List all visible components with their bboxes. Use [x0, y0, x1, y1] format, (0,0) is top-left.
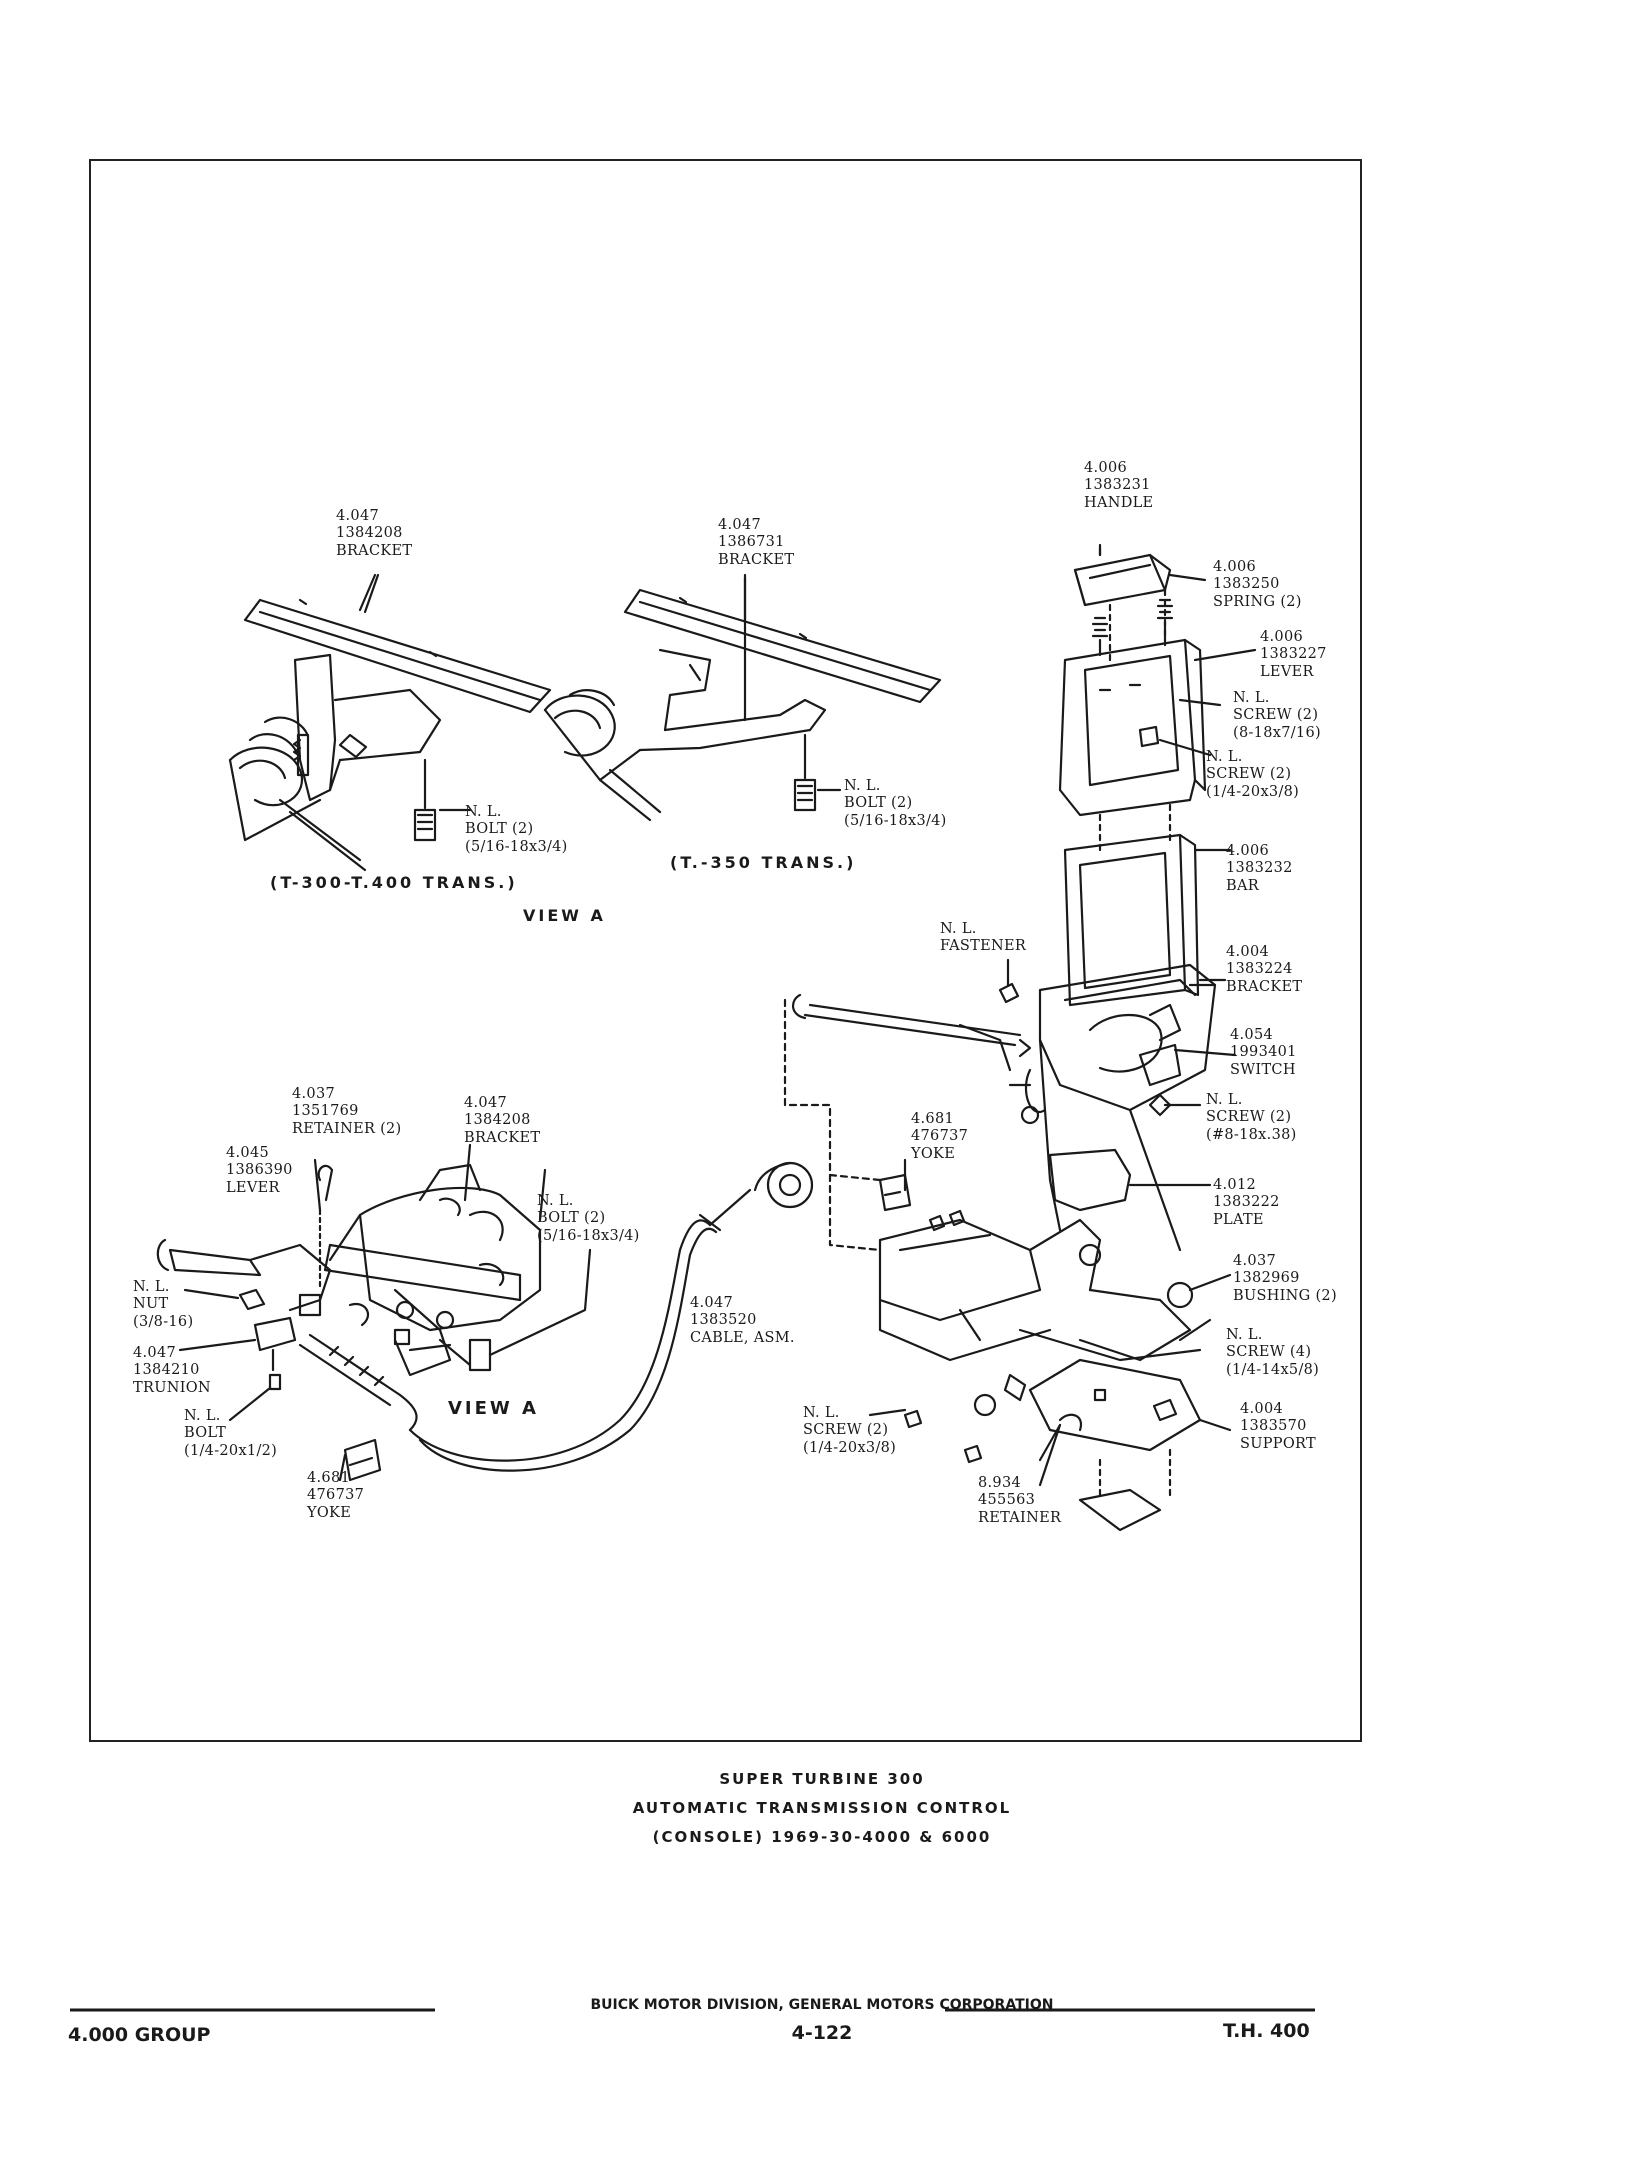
- label-bolt-small: N. L.BOLT(1/4-20x1/2): [184, 1408, 278, 1459]
- label-screw-a: N. L.SCREW (2)(8-18x7/16): [1233, 690, 1321, 741]
- figure-frame: [89, 159, 1362, 1742]
- lower-linkage: [156, 1143, 814, 1482]
- t300-detail: [228, 573, 552, 872]
- label-screw-d: N. L.SCREW (4)(1/4-14x5/8): [1226, 1327, 1320, 1378]
- view-label-t350: (T.-350 TRANS.): [670, 853, 857, 872]
- shifter-assembly: [783, 543, 1257, 1532]
- label-fastener: N. L.FASTENER: [940, 921, 1027, 955]
- label-nut: N. L.NUT(3/8-16): [133, 1279, 194, 1330]
- caption-line-3: (CONSOLE) 1969-30-4000 & 6000: [652, 1828, 992, 1846]
- view-label-t300: (T-300-T.400 TRANS.): [270, 873, 518, 892]
- label-screw-e: N. L.SCREW (2)(1/4-20x3/8): [803, 1405, 897, 1456]
- caption-line-2: AUTOMATIC TRANSMISSION CONTROL: [632, 1799, 1012, 1817]
- view-a-label-top: VIEW A: [523, 906, 606, 925]
- footer-division: BUICK MOTOR DIVISION, GENERAL MOTORS COR…: [590, 1997, 1054, 2013]
- footer-page-number: 4-122: [791, 2022, 853, 2044]
- label-bolt-t300: N. L.BOLT (2)(5/16-18x3/4): [465, 804, 568, 855]
- label-bolt-left: N. L.BOLT (2)(5/16-18x3/4): [537, 1193, 640, 1244]
- label-screw-b: N. L.SCREW (2)(1/4-20x3/8): [1206, 749, 1300, 800]
- label-screw-c: N. L.SCREW (2)(#8-18x.38): [1206, 1092, 1297, 1143]
- label-bolt-t350: N. L.BOLT (2)(5/16-18x3/4): [844, 778, 947, 829]
- view-a-label-bottom: VIEW A: [448, 1398, 539, 1419]
- t350-detail: [543, 573, 942, 822]
- footer-transmission: T.H. 400: [1223, 2020, 1310, 2042]
- caption-line-1: SUPER TURBINE 300: [719, 1770, 925, 1788]
- footer-group: 4.000 GROUP: [68, 2024, 211, 2046]
